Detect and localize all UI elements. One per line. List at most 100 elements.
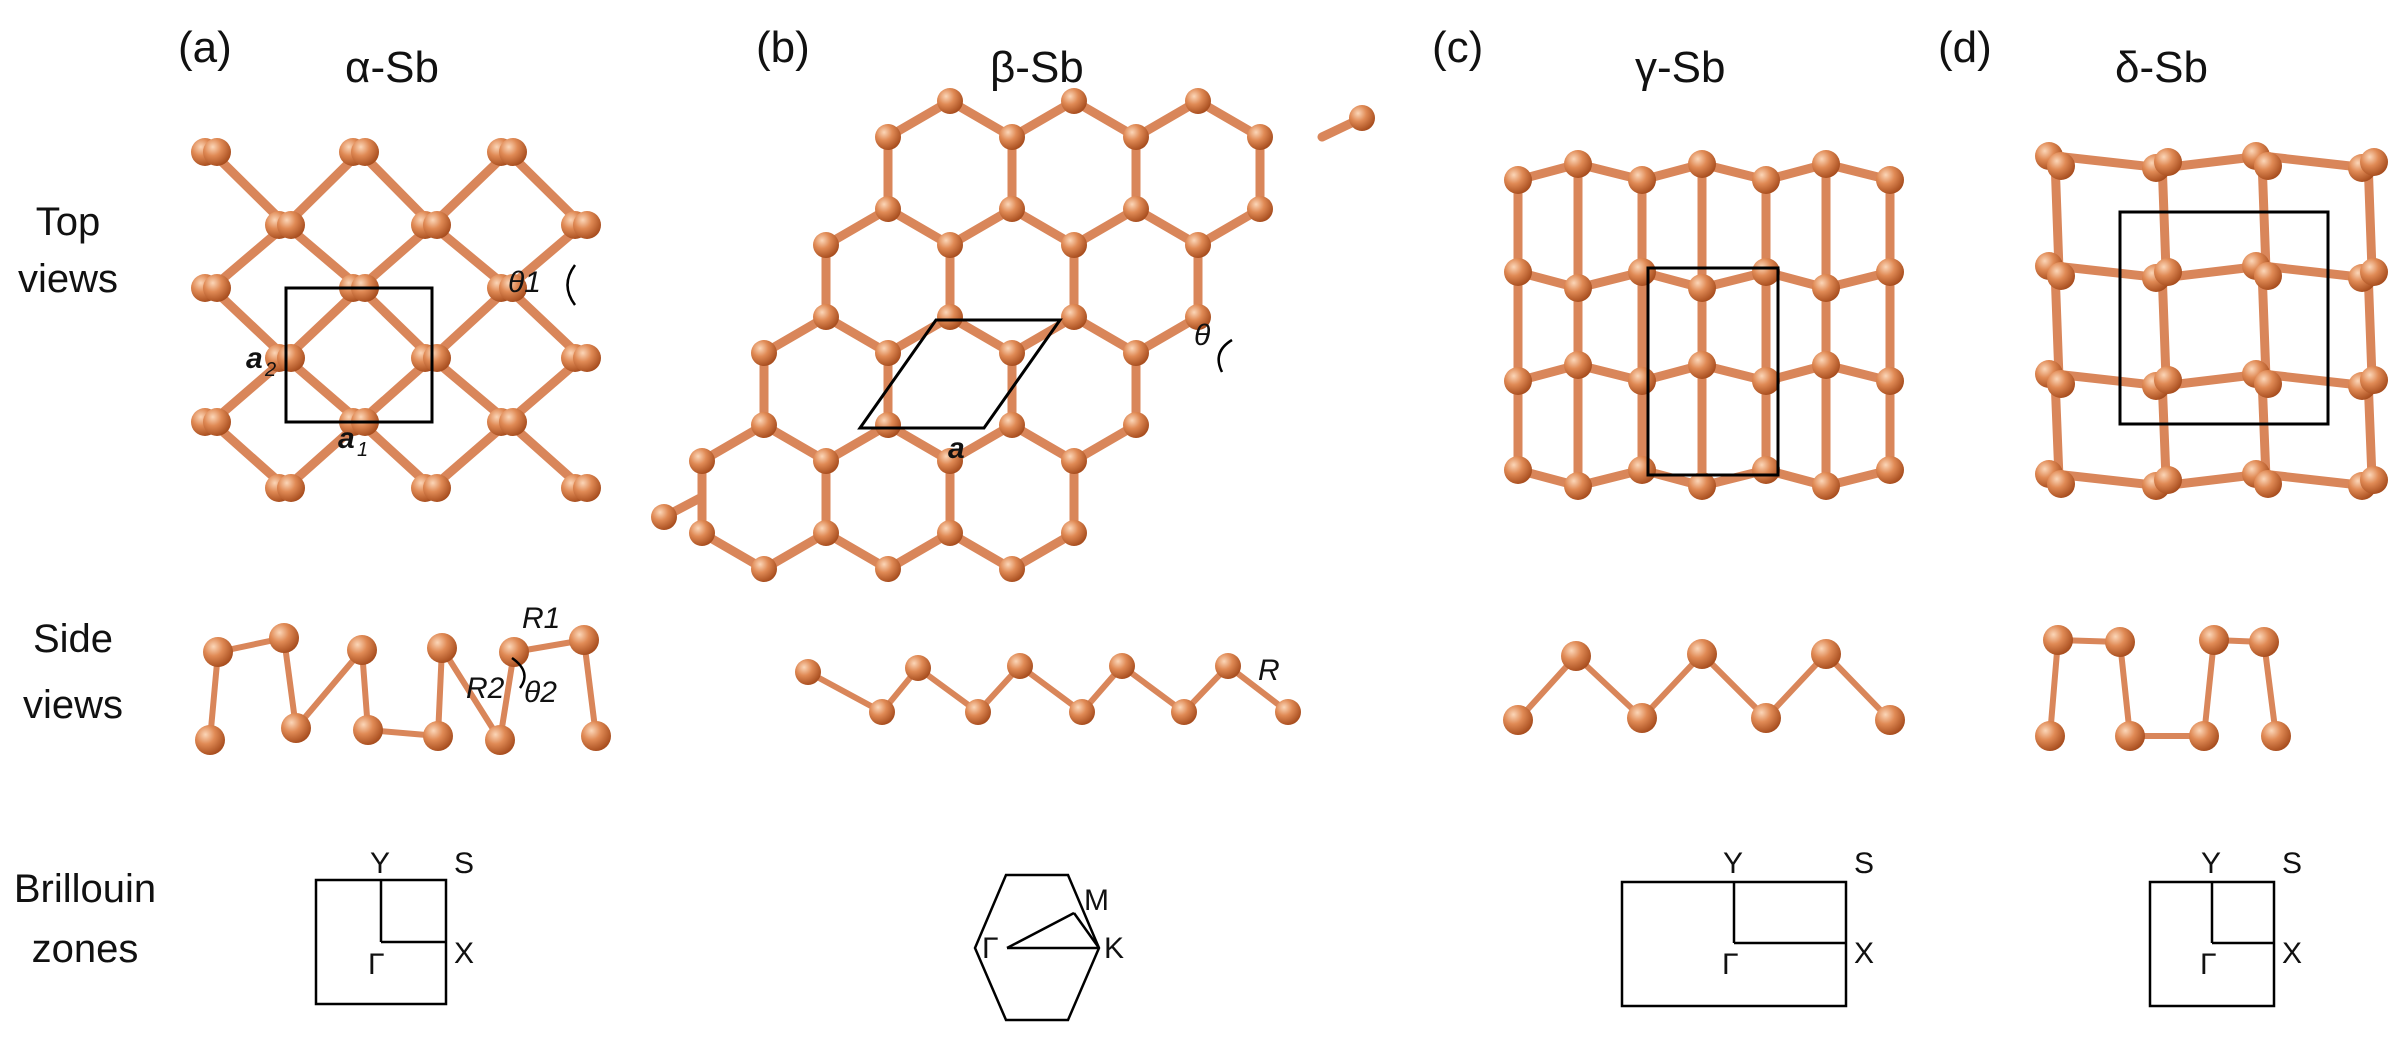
atom	[2154, 148, 2182, 176]
atom	[1564, 274, 1592, 302]
atom	[937, 304, 963, 330]
gamma-unit-cell	[1646, 266, 1780, 477]
atom	[2189, 721, 2219, 751]
atom	[1628, 367, 1656, 395]
delta-brillouin-zone: Y S Γ X	[2148, 847, 2302, 1008]
beta-sb-side-view	[795, 653, 1301, 725]
bond	[2117, 639, 2133, 739]
atom	[573, 474, 601, 502]
bond	[805, 669, 885, 715]
atom	[2047, 370, 2075, 398]
atom	[581, 721, 611, 751]
atom	[573, 211, 601, 239]
atom	[689, 448, 715, 474]
atom	[1504, 456, 1532, 484]
atom	[875, 124, 901, 150]
atom	[2047, 152, 2075, 180]
atom	[999, 412, 1025, 438]
atom	[203, 637, 233, 667]
theta1-label: θ1	[508, 266, 541, 299]
alpha-a2-label: a	[246, 342, 263, 375]
atom	[2261, 721, 2291, 751]
bz-a-S: S	[454, 847, 474, 880]
atom	[751, 556, 777, 582]
atom	[281, 713, 311, 743]
atom	[1812, 351, 1840, 379]
atom	[937, 88, 963, 114]
atom	[1751, 703, 1781, 733]
atom	[2360, 148, 2388, 176]
atom	[1687, 639, 1717, 669]
atom	[2047, 470, 2075, 498]
atom	[1564, 150, 1592, 178]
gamma-sb-side-view	[1503, 639, 1905, 735]
panel-title-a: α-Sb	[345, 43, 439, 92]
atom	[1876, 456, 1904, 484]
atom	[353, 715, 383, 745]
atom	[1247, 196, 1273, 222]
bond	[2201, 637, 2217, 739]
atom	[2360, 258, 2388, 286]
atom	[203, 274, 231, 302]
alpha-brillouin-zone: Y S Γ X	[314, 847, 474, 1006]
atom	[277, 344, 305, 372]
atom	[1752, 367, 1780, 395]
atom	[2254, 262, 2282, 290]
bond	[281, 635, 299, 731]
atom	[2105, 627, 2135, 657]
atom	[1007, 653, 1033, 679]
atom	[203, 138, 231, 166]
atom	[1061, 520, 1087, 546]
atom	[1215, 653, 1241, 679]
atom	[499, 138, 527, 166]
atom	[499, 637, 529, 667]
atom	[689, 520, 715, 546]
panel-label-a: (a)	[178, 23, 232, 72]
atom	[905, 655, 931, 681]
bz-d-Gamma: Γ	[2200, 948, 2217, 981]
atom	[277, 211, 305, 239]
atom	[937, 448, 963, 474]
atom	[2154, 258, 2182, 286]
theta2-arc	[511, 656, 526, 689]
atom	[1876, 258, 1904, 286]
bond	[293, 647, 365, 731]
row-label-side-line1: Side	[33, 617, 113, 661]
panel-title-b: β-Sb	[990, 43, 1084, 92]
R2-label: R2	[466, 672, 505, 705]
atom	[1069, 699, 1095, 725]
atom	[937, 520, 963, 546]
atom	[1123, 412, 1149, 438]
atom	[1061, 304, 1087, 330]
bz-c-Y: Y	[1723, 847, 1743, 880]
atom	[2199, 625, 2229, 655]
atom	[999, 196, 1025, 222]
delta-unit-cell	[2118, 210, 2330, 426]
atom	[427, 633, 457, 663]
atom	[1123, 196, 1149, 222]
atom	[1504, 258, 1532, 286]
bond	[439, 645, 503, 743]
bz-c-X: X	[1854, 937, 1874, 970]
bond	[1699, 651, 1769, 721]
bond	[1823, 651, 1893, 723]
beta-brillouin-zone: M Γ K	[973, 873, 1124, 1022]
atom	[2254, 370, 2282, 398]
atom	[423, 211, 451, 239]
bz-d-Y: Y	[2201, 847, 2221, 880]
atom	[1812, 150, 1840, 178]
atom	[1812, 274, 1840, 302]
atom	[1752, 166, 1780, 194]
atom	[499, 408, 527, 436]
alpha-a1-label: a	[338, 422, 355, 455]
atom	[351, 138, 379, 166]
atom	[2115, 721, 2145, 751]
beta-unit-cell	[857, 318, 1063, 430]
atom	[1185, 88, 1211, 114]
atom	[2154, 366, 2182, 394]
atom	[813, 520, 839, 546]
atom	[1688, 351, 1716, 379]
alpha-sb-top-view	[191, 138, 601, 502]
atom	[875, 196, 901, 222]
